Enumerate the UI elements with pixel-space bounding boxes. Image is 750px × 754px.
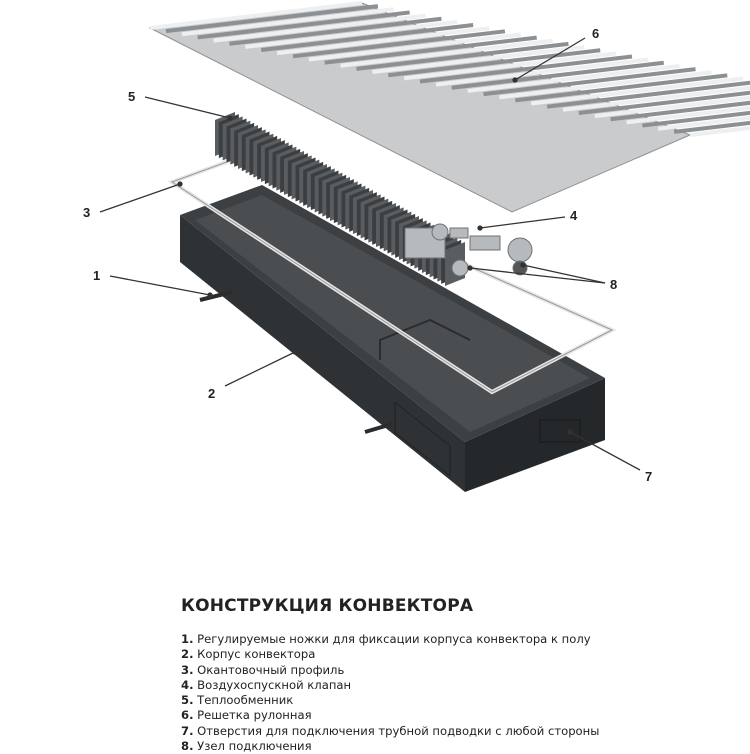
legend-item-text: Отверстия для подключения трубной подвод… xyxy=(197,723,600,738)
legend-item: 8. Узел подключения xyxy=(181,739,599,754)
callout-4: 4 xyxy=(570,208,578,223)
legend-list: 1. Регулируемые ножки для фиксации корпу… xyxy=(181,632,599,754)
grille-slat xyxy=(356,41,569,71)
grille-slat xyxy=(388,48,601,78)
grille-slat xyxy=(229,16,442,46)
grille-slat xyxy=(673,120,750,134)
legend-item-text: Корпус конвектора xyxy=(197,647,316,662)
grille-slat xyxy=(515,73,728,103)
legend-item: 7. Отверстия для подключения трубной под… xyxy=(181,724,599,739)
callout-7: 7 xyxy=(645,469,652,484)
grille-slat xyxy=(499,70,712,100)
grille-slat xyxy=(451,60,664,90)
grille-slat xyxy=(245,19,458,49)
adjustable-legs xyxy=(199,290,393,434)
grille-slat xyxy=(276,26,490,56)
grille-slat xyxy=(213,13,426,43)
grille-slat xyxy=(689,125,750,137)
legend-item: 1. Регулируемые ножки для фиксации корпу… xyxy=(181,632,599,647)
grille-slat xyxy=(467,63,680,93)
grille-slat xyxy=(546,80,750,109)
grille-slat xyxy=(562,85,750,112)
convector-diagram: 1 2 3 4 5 6 7 8 xyxy=(83,1,750,492)
legend-item: 2. Корпус конвектора xyxy=(181,647,599,662)
callout-6: 6 xyxy=(592,26,599,41)
grille-slat xyxy=(181,7,394,37)
legend-item-number: 1. xyxy=(181,632,194,646)
grille-slat xyxy=(403,51,617,81)
callout-8: 8 xyxy=(610,277,617,292)
legend-item-text: Теплообменник xyxy=(197,693,294,708)
grille-slat xyxy=(530,76,744,106)
legend-item: 5. Теплообменник xyxy=(181,693,599,708)
legend-item: 4. Воздухоспускной клапан xyxy=(181,678,599,693)
legend-item-number: 2. xyxy=(181,647,194,662)
grille-slat xyxy=(292,29,506,59)
diagram-title: КОНСТРУКЦИЯ КОНВЕКТОРА xyxy=(181,596,474,616)
grille-slat xyxy=(419,54,633,84)
grille-slat xyxy=(372,45,585,75)
legend-item-text: Регулируемые ножки для фиксации корпуса … xyxy=(197,632,591,646)
legend-item-number: 6. xyxy=(181,708,194,723)
grille-slat xyxy=(483,67,696,97)
legend-item: 6. Решетка рулонная xyxy=(181,708,599,723)
grille-slat xyxy=(594,95,750,119)
connection-unit xyxy=(404,223,533,277)
grille-slat xyxy=(324,35,537,65)
grille-slat xyxy=(626,105,750,125)
legend-item-number: 3. xyxy=(181,662,194,677)
callout-1: 1 xyxy=(93,268,100,283)
legend-item: 3. Окантовочный профиль xyxy=(181,663,599,678)
grille-slat xyxy=(308,32,522,62)
legend-item-number: 8. xyxy=(181,739,194,754)
callout-5: 5 xyxy=(128,89,135,104)
legend-item-number: 4. xyxy=(181,677,194,692)
grille-slat xyxy=(260,23,474,53)
callout-3: 3 xyxy=(83,205,90,220)
grille-slat xyxy=(642,110,750,128)
grille-slat xyxy=(658,115,750,131)
legend-item-number: 5. xyxy=(181,693,194,708)
roll-grille xyxy=(148,1,750,213)
grille-slat xyxy=(340,38,553,68)
callout-2: 2 xyxy=(208,386,215,401)
legend-item-text: Решетка рулонная xyxy=(197,708,312,723)
convector-housing xyxy=(180,185,605,492)
grille-slat xyxy=(610,100,750,122)
grille-slat xyxy=(578,90,750,115)
legend-item-text: Узел подключения xyxy=(197,739,312,754)
grille-slat xyxy=(197,10,410,40)
legend-item-number: 7. xyxy=(181,723,194,738)
grille-slat xyxy=(435,57,649,87)
legend-item-text: Окантовочный профиль xyxy=(197,662,345,677)
legend-item-text: Воздухоспускной клапан xyxy=(197,677,352,692)
callout-lines xyxy=(99,37,641,471)
grille-slat xyxy=(149,1,363,30)
grille-slat xyxy=(165,4,379,34)
